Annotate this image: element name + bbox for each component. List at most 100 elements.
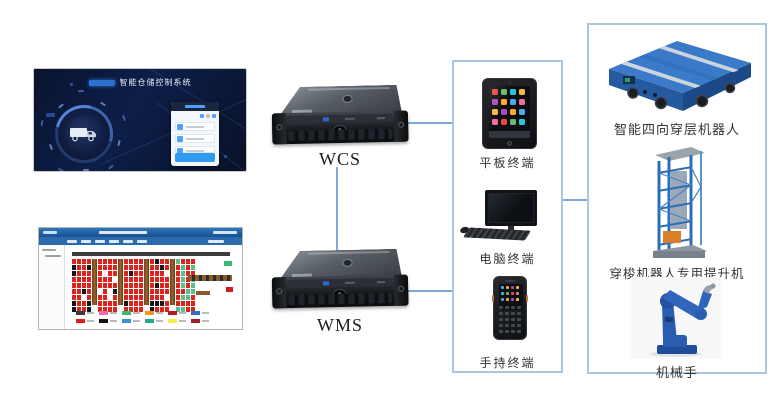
rack-cell: [150, 265, 154, 270]
rack-cell: [139, 307, 143, 312]
ring-tick: [117, 139, 121, 147]
rack-cell: [82, 259, 86, 264]
rack-cell: [87, 265, 91, 270]
rack-cell: [98, 283, 102, 288]
rack-cell: [134, 289, 138, 294]
dashboard-dot: [46, 113, 55, 117]
dashboard-status-ring: [55, 105, 113, 163]
rack-cell: [181, 289, 185, 294]
rack-cell: [139, 265, 143, 270]
terminals-box: 平板终端 电脑终端 手持终端: [452, 60, 563, 373]
rack-cell: [155, 289, 159, 294]
rack-cell: [129, 265, 133, 270]
rack-cell: [108, 295, 112, 300]
rack-cell: [124, 259, 128, 264]
rack-cell: [155, 295, 159, 300]
rack-cell: [103, 259, 107, 264]
rack-cell: [181, 283, 185, 288]
rack-cell: [77, 295, 81, 300]
legend-chip: [145, 319, 154, 323]
rack-cell: [108, 307, 112, 312]
rack-cell: [124, 271, 128, 276]
app-icon: [501, 99, 507, 105]
rack-cell: [82, 295, 86, 300]
wcs-label: WCS: [318, 149, 361, 169]
rack-cell: [72, 307, 76, 312]
panel-field-row: [175, 146, 215, 154]
rack-cell: [160, 283, 164, 288]
rack-cell: [103, 265, 107, 270]
legend-text-placeholder: [110, 312, 117, 314]
legend-item: [191, 319, 209, 323]
map-marker: [196, 291, 210, 295]
app-icon: [516, 298, 519, 301]
legend-chip: [122, 319, 131, 323]
panel-toolbar-icons: [200, 114, 216, 118]
keypad-key: [511, 318, 515, 321]
rack-cell: [82, 277, 86, 282]
legend-text-placeholder: [87, 320, 94, 322]
rack-cell: [134, 295, 138, 300]
rack-cell: [134, 283, 138, 288]
rack-cell: [155, 301, 159, 306]
rack-cell: [103, 289, 107, 294]
rack-cell: [191, 265, 195, 270]
keypad-key: [499, 318, 503, 321]
panel-header: [171, 102, 219, 111]
rack-cell: [113, 265, 117, 270]
robot-arm-label: 机械手: [655, 365, 698, 380]
rack-cell: [82, 301, 86, 306]
rack-cell: [134, 277, 138, 282]
rack-cell: [77, 277, 81, 282]
ring-tick: [108, 164, 115, 170]
rack-cell: [176, 289, 180, 294]
keypad-key: [511, 324, 515, 327]
legend-item: [122, 311, 140, 315]
legend-chip: [99, 311, 108, 315]
rack-column-group: [176, 259, 195, 312]
rack-cell: [181, 295, 185, 300]
dashboard-form-panel: [171, 102, 219, 166]
keypad-key: [505, 318, 509, 321]
rack-cell: [176, 271, 180, 276]
rack-column-group: [98, 259, 117, 312]
legend-item: [168, 319, 186, 323]
map-legend-row-1: [76, 311, 209, 315]
legend-chip: [191, 319, 200, 323]
rack-cell: [181, 277, 185, 282]
rack-cell: [72, 283, 76, 288]
handheld-screen: [499, 284, 523, 310]
rack-cell: [124, 265, 128, 270]
rack-cell: [98, 301, 102, 306]
rack-cell: [191, 259, 195, 264]
rack-cell: [150, 289, 154, 294]
wms-body: [39, 245, 242, 329]
rack-cell: [160, 301, 164, 306]
rack-cell: [87, 271, 91, 276]
handheld-keypad: [499, 306, 521, 334]
keypad-key: [517, 318, 521, 321]
app-icon: [501, 119, 507, 125]
keypad-key: [517, 312, 521, 315]
tablet-terminal-label: 平板终端: [479, 156, 536, 170]
tablet-device: [482, 78, 537, 149]
rack-rail: [144, 259, 149, 305]
legend-text-placeholder: [156, 320, 163, 322]
app-icon: [516, 286, 519, 289]
rack-cell: [139, 259, 143, 264]
rack-cell: [165, 265, 169, 270]
rack-cell: [103, 277, 107, 282]
rack-cell: [165, 307, 169, 312]
rack-cell: [87, 283, 91, 288]
rack-cell: [155, 283, 159, 288]
app-icon: [501, 292, 504, 295]
equipment-box: 智能四向穿层机器人: [587, 23, 767, 380]
server-port: [322, 117, 330, 122]
rack-cell: [113, 259, 117, 264]
rack-cell: [72, 301, 76, 306]
wcs-dashboard-screenshot: 智能仓储控制系统: [33, 68, 247, 172]
rack-cell: [134, 265, 138, 270]
rack-cell: [139, 283, 143, 288]
legend-item: [76, 319, 94, 323]
rack-cell: [87, 289, 91, 294]
